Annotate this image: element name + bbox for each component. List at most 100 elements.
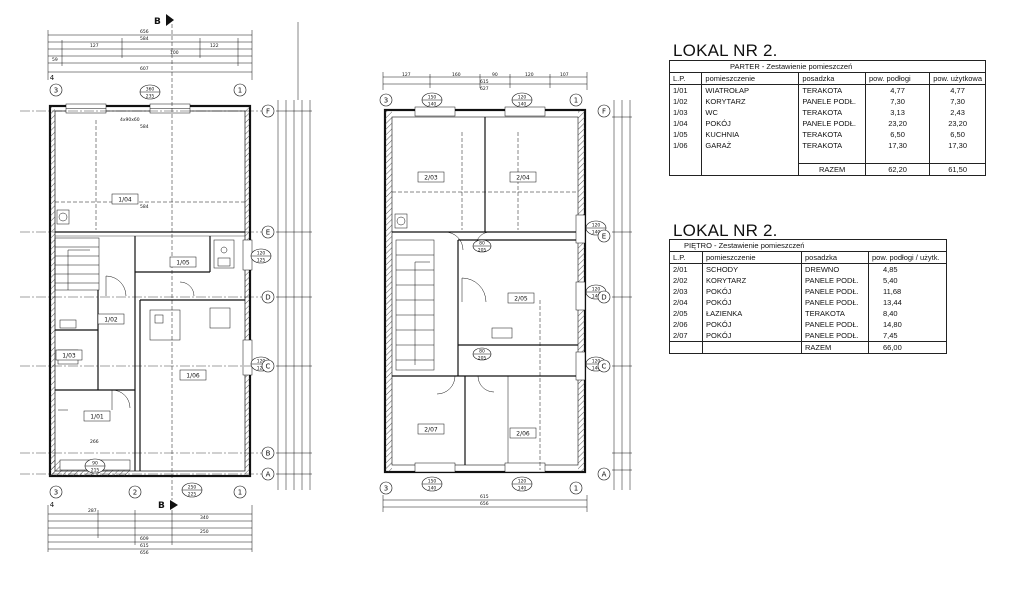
svg-text:B: B [158, 501, 165, 511]
svg-text:205: 205 [478, 356, 487, 362]
axis-F: F [266, 108, 270, 116]
svg-text:160: 160 [452, 72, 461, 78]
svg-text:80: 80 [479, 241, 485, 247]
first-floor-plan: 127 160 90 120 107 615 627 [379, 72, 632, 512]
table-row: 2/07 POKÓJ PANELE PODŁ. 7,45 [669, 330, 947, 342]
table1-total-row: RAZEM 62,20 61,50 [668, 162, 986, 176]
svg-text:150: 150 [428, 479, 437, 485]
svg-text:140: 140 [428, 486, 437, 492]
table-row: 1/02 KORYTARZ PANELE PODŁ. 7,30 7,30 [668, 96, 986, 107]
table1-header: pow. użytkowa [929, 72, 986, 85]
col-4: 4 [50, 74, 55, 82]
svg-text:140: 140 [592, 230, 601, 236]
dim-label: 607 [140, 66, 149, 72]
col-1: 1 [238, 489, 242, 497]
table1-header: pomieszczenie [701, 72, 800, 85]
ground-top-dimensions [47, 30, 253, 80]
section-mark-B: B B [154, 14, 178, 511]
table-row: 2/05 ŁAZIENKA TERAKOTA 8,40 [669, 308, 947, 319]
table1-room-schedule: PARTER - Zestawienie pomieszczeń L.P. po… [668, 60, 986, 176]
dim-label: 656 [140, 29, 149, 35]
dim-label: 609 [140, 536, 149, 542]
ground-windows [65, 103, 253, 376]
dim-label: 584 [140, 204, 149, 210]
table1-header: pow. podłogi [864, 72, 931, 85]
ground-top-dim-labels: 656 584 127 122 607 100 59 [52, 29, 219, 72]
dim-label: 122 [210, 43, 219, 49]
col-3: 3 [54, 489, 58, 497]
svg-text:225: 225 [188, 492, 197, 498]
dim-label: 59 [52, 57, 58, 63]
axis-D: D [265, 294, 270, 302]
svg-text:140: 140 [428, 102, 437, 108]
svg-text:250: 250 [188, 485, 197, 491]
svg-text:140: 140 [592, 366, 601, 372]
floor-plans-drawing: 656 584 127 122 607 100 59 [20, 14, 632, 556]
table-row: 1/01 WIATROŁAP TERAKOTA 4,77 4,77 [668, 84, 986, 96]
table-row: 1/04 POKÓJ PANELE PODŁ. 23,20 23,20 [668, 118, 986, 129]
svg-text:215: 215 [91, 468, 100, 474]
axis-C: C [266, 363, 271, 371]
table-row: 1/06 GARAŻ TERAKOTA 17,30 17,30 [668, 140, 986, 151]
col-4: 4 [50, 501, 55, 509]
svg-text:1: 1 [574, 485, 578, 493]
svg-text:120: 120 [592, 223, 601, 229]
table-row: 2/04 POKÓJ PANELE PODŁ. 13,44 [669, 297, 947, 308]
col-1: 1 [238, 87, 242, 95]
col-3: 3 [54, 87, 58, 95]
svg-text:D: D [601, 294, 606, 302]
room-label-1-04: 1/04 [118, 197, 132, 204]
axis-A: A [266, 471, 271, 479]
svg-text:120: 120 [518, 479, 527, 485]
svg-text:A: A [602, 471, 607, 479]
svg-text:120: 120 [592, 287, 601, 293]
total-usable: 61,50 [929, 162, 986, 176]
axis-E: E [266, 229, 270, 237]
table1-header: L.P. [668, 72, 703, 85]
dim-label: 266 [90, 439, 99, 445]
table2-caption: PIĘTRO - Zestawienie pomieszczeń [669, 239, 947, 252]
svg-text:125: 125 [257, 366, 266, 372]
dim-label: 4x90x60 [120, 117, 140, 123]
table2-header: pow. podłogi / użytk. [868, 251, 947, 264]
table2-total-row: RAZEM 66,00 [669, 341, 947, 354]
ground-stairs [54, 237, 100, 291]
dim-label: 100 [170, 50, 179, 56]
table2-header: posadzka [801, 251, 869, 264]
ground-right-dimensions [276, 22, 312, 490]
svg-text:615: 615 [480, 79, 489, 85]
svg-text:3: 3 [384, 97, 388, 105]
room-label-2-04: 2/04 [516, 175, 530, 182]
room-label-1-05: 1/05 [176, 260, 190, 267]
table-row: 2/02 KORYTARZ PANELE PODŁ. 5,40 [669, 275, 947, 286]
svg-text:615: 615 [480, 494, 489, 500]
ground-floor-plan: 656 584 127 122 607 100 59 [20, 14, 312, 556]
room-label-1-02: 1/02 [104, 317, 118, 324]
svg-text:120: 120 [592, 359, 601, 365]
dim-label: 584 [140, 124, 149, 130]
total-value: 66,00 [868, 341, 947, 354]
ground-doors [105, 275, 195, 410]
total-label: RAZEM [801, 341, 869, 354]
table-row: 2/03 POKÓJ PANELE PODŁ. 11,68 [669, 286, 947, 297]
svg-text:3: 3 [384, 485, 388, 493]
dim-label: 127 [90, 43, 99, 49]
room-label-2-03: 2/03 [424, 175, 438, 182]
axis-B: B [266, 450, 271, 458]
room-label-2-07: 2/07 [424, 427, 438, 434]
svg-text:F: F [602, 108, 606, 116]
col-2: 2 [133, 489, 137, 497]
dim-label: 250 [200, 529, 209, 535]
svg-text:656: 656 [480, 501, 489, 507]
dim-label: 615 [140, 543, 149, 549]
room-label-2-06: 2/06 [516, 431, 530, 438]
table-row: 2/01 SCHODY DREWNO 4,85 [669, 263, 947, 275]
dim-label: 584 [140, 36, 149, 42]
room-label-1-06: 1/06 [186, 373, 200, 380]
svg-text:E: E [602, 233, 606, 241]
table2-room-schedule: PIĘTRO - Zestawienie pomieszczeń L.P. po… [669, 239, 947, 354]
svg-text:360: 360 [146, 87, 155, 93]
table1-title: LOKAL NR 2. [673, 41, 778, 60]
dim-label: 287 [88, 508, 97, 514]
table1-header: posadzka [798, 72, 866, 85]
